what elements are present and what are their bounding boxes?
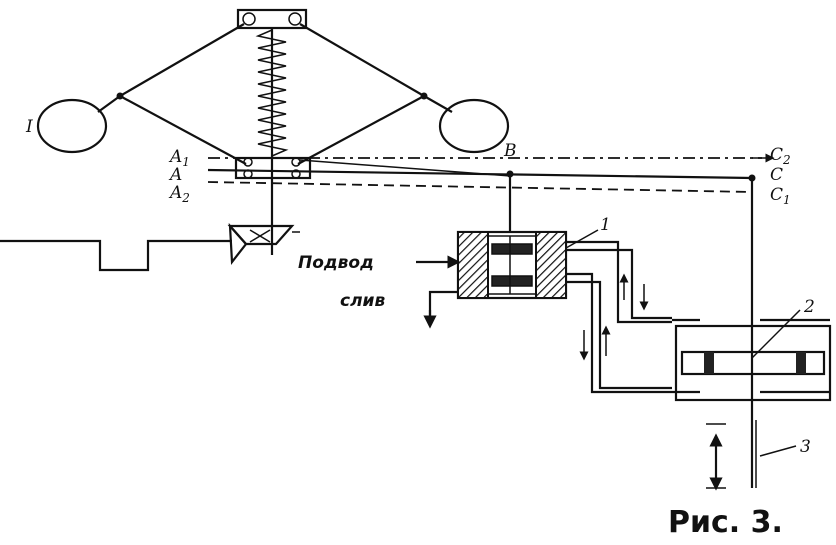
label-point-c: C xyxy=(770,165,783,185)
label-drain: слив xyxy=(340,291,385,311)
label-part-3: 3 xyxy=(800,437,811,457)
centrifugal-governor xyxy=(0,8,510,272)
engine-shaft-line xyxy=(0,239,232,272)
label-part-1: 1 xyxy=(600,215,611,235)
label-weight-left: I xyxy=(25,117,33,137)
label-point-c2: C2 xyxy=(770,145,791,167)
spring xyxy=(255,29,289,157)
floating-lever xyxy=(207,153,775,193)
flyweight-left xyxy=(36,98,108,154)
label-point-a1: A1 xyxy=(168,147,190,169)
bevel-gear xyxy=(227,222,300,265)
top-bearing xyxy=(236,8,308,30)
label-point-b: B xyxy=(503,141,517,161)
servomotor xyxy=(672,178,832,491)
flyweight-right xyxy=(438,98,510,154)
label-point-a: A xyxy=(168,165,182,185)
lever-a2-c1 xyxy=(207,181,753,193)
label-point-c1: C1 xyxy=(770,185,791,207)
sliding-sleeve xyxy=(234,156,312,180)
drain-pipe xyxy=(428,290,458,318)
upper-pipe-inner xyxy=(566,280,672,390)
upper-pipe xyxy=(566,240,672,324)
pilot-valve xyxy=(416,174,599,329)
servo-piston xyxy=(680,350,826,376)
label-part-2: 2 xyxy=(803,297,815,317)
label-supply: Подвод xyxy=(298,253,374,273)
figure-caption: Рис. 3. xyxy=(668,505,783,540)
label-point-a2: A2 xyxy=(168,183,190,205)
hydraulic-pipes xyxy=(566,240,672,394)
